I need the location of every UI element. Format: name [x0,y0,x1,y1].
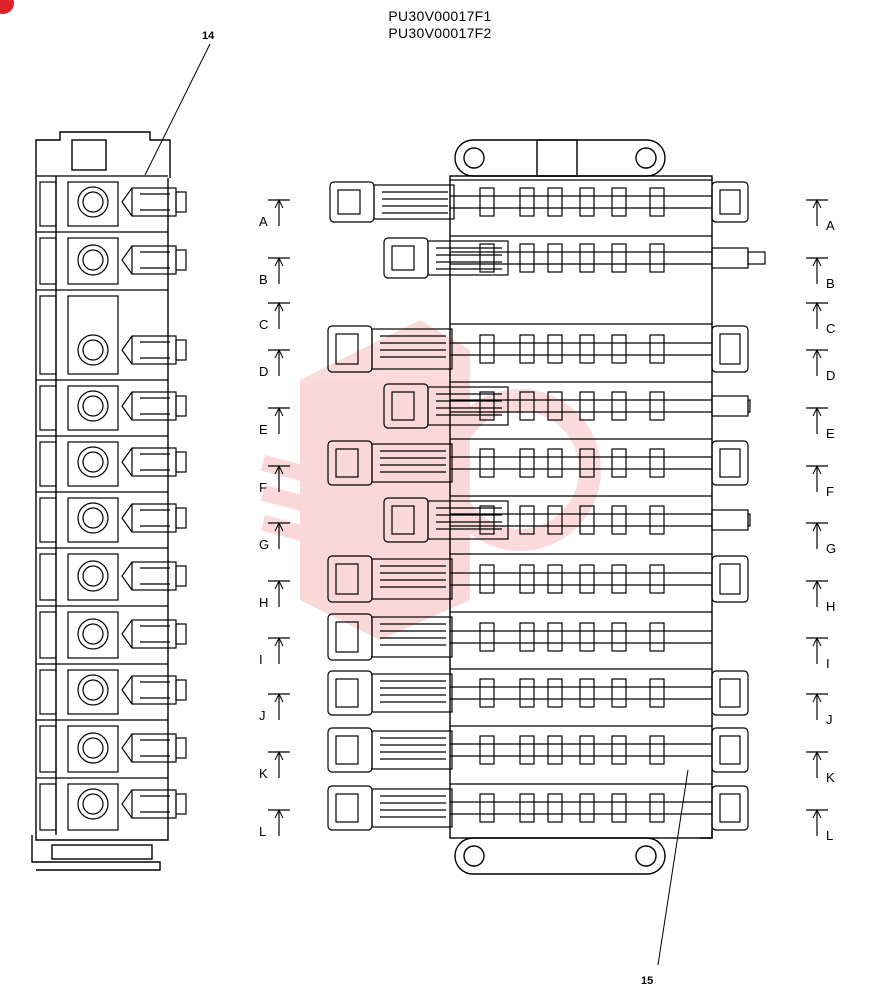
section-label-right-i: I [826,656,830,671]
section-label-left-e: E [259,422,268,437]
spool-row-8 [327,611,712,661]
left-section-8 [36,605,187,659]
section-marker-left-a [268,198,290,226]
section-label-right-b: B [826,276,835,291]
callout-14: 14 [202,30,215,42]
section-label-right-k: K [826,770,835,785]
spool-row-11 [327,783,749,831]
section-label-right-h: H [826,599,836,614]
section-label-left-j: J [259,708,266,723]
callout-15: 15 [641,975,654,987]
part-code-2: PU30V00017F2 [388,25,492,41]
left-section-10 [36,719,187,773]
section-label-right-a: A [826,218,835,233]
section-marker-right-f [806,464,828,492]
section-label-right-e: E [826,426,835,441]
spool-row-10 [327,725,749,773]
spool-row-2 [383,235,766,279]
section-marker-left-k [268,750,290,778]
section-marker-left-e [268,406,290,434]
section-marker-right-k [806,750,828,778]
watermark-logo [260,320,601,640]
section-marker-left-g [268,521,290,549]
section-marker-right-d [806,348,828,376]
left-section-4 [36,379,187,431]
section-marker-right-c [806,301,828,329]
section-label-left-k: K [259,766,268,781]
spool-row-9 [327,668,749,716]
section-marker-right-i [806,636,828,664]
section-label-left-l: L [259,824,267,839]
left-section-11 [36,777,187,831]
section-marker-right-l [806,808,828,836]
section-marker-left-i [268,636,290,664]
section-marker-right-a [806,198,828,226]
section-label-left-h: H [259,595,269,610]
section-label-left-c: C [259,317,269,332]
section-label-left-f: F [259,480,267,495]
spool-row-6 [383,495,751,543]
spool-row-4 [383,381,751,429]
section-marker-left-j [268,692,290,720]
left-section-5 [36,435,187,487]
left-section-1 [36,175,187,227]
main-valve-body [449,139,713,875]
part-code-header: PU30V00017F1 PU30V00017F2 [360,8,520,42]
section-label-right-j: J [826,712,833,727]
section-label-right-d: D [826,368,836,383]
spool-row-7 [327,553,749,603]
section-marker-right-g [806,521,828,549]
left-section-3 [36,289,187,375]
section-marker-left-f [268,464,290,492]
section-marker-left-b [268,256,290,284]
spool-row-5 [327,438,749,486]
section-marker-right-b [806,256,828,284]
left-section-6 [36,491,187,543]
section-label-left-a: A [259,214,268,229]
section-marker-right-j [806,692,828,720]
spool-row-1 [329,179,749,223]
section-label-left-d: D [259,364,269,379]
section-marker-right-e [806,406,828,434]
left-section-7 [36,547,187,601]
left-side-view [31,131,171,871]
left-section-2 [36,231,187,285]
section-label-right-f: F [826,484,834,499]
left-section-9 [36,663,187,715]
corner-badge-icon [0,0,14,14]
section-label-left-g: G [259,537,270,552]
section-marker-left-c [268,301,290,329]
section-label-right-g: G [826,541,837,556]
section-marker-left-d [268,348,290,376]
section-marker-left-h [268,579,290,607]
section-label-right-l: L [826,828,834,843]
section-label-left-b: B [259,272,268,287]
part-code-1: PU30V00017F1 [388,8,492,24]
section-label-left-i: I [259,652,263,667]
section-marker-left-l [268,808,290,836]
section-label-right-c: C [826,321,836,336]
spool-row-3 [327,323,749,373]
section-marker-right-h [806,579,828,607]
